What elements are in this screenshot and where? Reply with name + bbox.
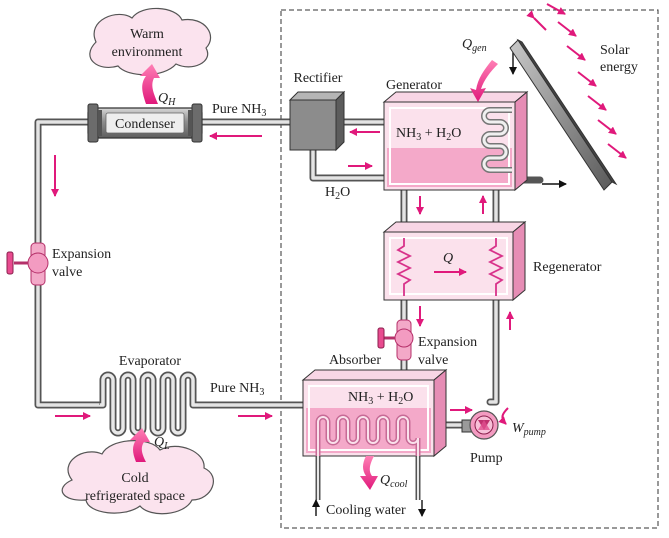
absorber-mixture-label: NH3 + H2O xyxy=(348,390,413,407)
wpump-arrow xyxy=(498,407,509,425)
solar-line1: Solar xyxy=(600,43,630,58)
cooling-water-pipes xyxy=(315,456,421,500)
condenser-label: Condenser xyxy=(115,117,175,132)
condenser: Condenser xyxy=(87,103,203,143)
warm-env-line1: Warm xyxy=(130,27,164,42)
qgen-label: Qgen xyxy=(462,37,487,54)
pump-label: Pump xyxy=(470,451,503,466)
piping xyxy=(34,118,544,429)
expansion-valve-right xyxy=(377,319,414,361)
generator-tank xyxy=(382,90,529,192)
absorber-label: Absorber xyxy=(329,353,381,368)
evaporator-label: Evaporator xyxy=(119,354,182,369)
qgen-heat-arrow xyxy=(470,60,498,102)
regenerator-tank xyxy=(382,220,527,302)
cooling-water-label: Cooling water xyxy=(326,503,406,518)
generator-mixture-label: NH3 + H2O xyxy=(396,126,461,143)
qcool-label: Qcool xyxy=(380,473,408,490)
wpump-label: Wpump xyxy=(512,421,546,438)
ql-label: QL xyxy=(154,435,170,452)
expansion-right-line1: Expansion xyxy=(418,335,477,350)
pure-nh3-bottom-label: Pure NH3 xyxy=(210,381,264,398)
cold-space-cloud: Cold refrigerated space xyxy=(61,440,214,515)
cold-line1: Cold xyxy=(121,471,148,486)
qh-heat-arrow xyxy=(140,64,160,104)
solar-panel xyxy=(509,38,618,191)
expansion-left-line2: valve xyxy=(52,265,82,280)
cold-line2: refrigerated space xyxy=(85,489,185,504)
warm-environment-cloud: Warm environment xyxy=(89,7,212,76)
pure-nh3-top-label: Pure NH3 xyxy=(212,102,266,119)
regen-q-label: Q xyxy=(443,251,453,266)
ql-heat-arrow xyxy=(130,428,150,462)
system-boundary xyxy=(280,9,659,529)
expansion-right-line2: valve xyxy=(418,353,448,368)
pump xyxy=(461,410,499,440)
solar-rays xyxy=(526,3,627,159)
generator-heating-coil xyxy=(481,107,512,173)
regenerator-label: Regenerator xyxy=(533,260,602,275)
h2o-label: H2O xyxy=(325,185,350,202)
regenerator-coils xyxy=(395,238,505,296)
solar-line2: energy xyxy=(600,60,638,75)
warm-env-line2: environment xyxy=(112,45,183,60)
absorber-cooling-coil xyxy=(315,414,421,456)
rectifier-label: Rectifier xyxy=(294,71,343,86)
expansion-valve-left xyxy=(6,242,49,286)
expansion-left-line1: Expansion xyxy=(52,247,111,262)
qcool-heat-arrow xyxy=(360,456,378,490)
evaporator-coil xyxy=(99,371,198,437)
generator-label: Generator xyxy=(386,78,442,93)
rectifier xyxy=(288,90,346,152)
qh-label: QH xyxy=(158,91,176,108)
